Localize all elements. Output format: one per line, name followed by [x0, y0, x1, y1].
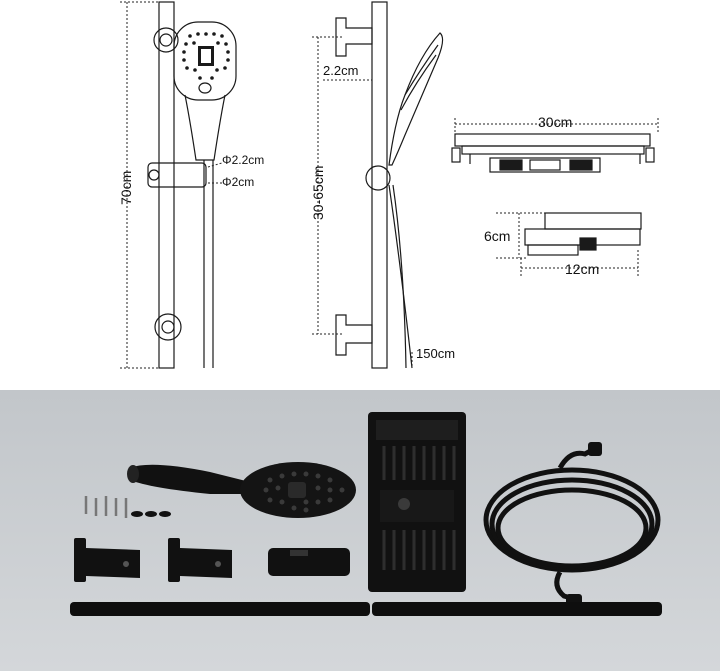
dim-lines-middle	[312, 36, 413, 368]
hand-shower-photo	[127, 462, 356, 518]
rod-diameter-label: Φ2.2cm	[222, 153, 264, 167]
shelf-photo	[368, 412, 466, 592]
dimension-diagram: 70cm 30-65cm 2.2cm 150cm Φ2.2cm Φ2cm 30c…	[118, 1, 659, 369]
total-height-label: 70cm	[118, 171, 134, 205]
wall-bracket-photo-2	[168, 538, 232, 582]
shelf-height-label: 6cm	[484, 228, 510, 244]
adjustable-range-label: 30-65cm	[310, 166, 326, 220]
left-view	[147, 1, 237, 369]
hand-shower-front	[173, 21, 237, 161]
shelf-top-view	[451, 133, 655, 173]
dim-lines-left	[120, 1, 223, 369]
product-photo	[0, 390, 720, 671]
shelf-side-view	[524, 212, 642, 256]
slide-rod-part-1	[70, 602, 370, 616]
slider-photo	[268, 548, 350, 576]
slide-rail-middle	[371, 1, 388, 369]
slider-ball-side	[365, 165, 391, 191]
wall-bracket-photo-1	[74, 538, 140, 582]
nozzles-photo	[263, 471, 345, 513]
bracket-offset-label: 2.2cm	[323, 63, 358, 78]
screws	[84, 496, 128, 518]
hose-side	[388, 184, 413, 369]
slide-rod-part-2	[372, 602, 662, 616]
shelf-depth-label: 12cm	[565, 261, 599, 277]
wall-bracket-bottom-left	[154, 313, 182, 341]
photo-background	[0, 390, 720, 671]
wall-bracket-top-side	[335, 17, 373, 57]
hand-shower-side	[388, 32, 444, 166]
hose-fitting-top	[588, 442, 602, 456]
middle-view	[335, 1, 444, 369]
dim-lines-shelf-side	[496, 212, 639, 276]
hose-length-label: 150cm	[416, 346, 455, 361]
wall-bracket-bottom-side	[335, 314, 373, 356]
dim-lines-shelf-width	[454, 118, 659, 134]
spray-nozzles	[182, 32, 230, 80]
slide-rail-left	[158, 1, 175, 369]
hose-diameter-label: Φ2cm	[222, 175, 254, 189]
shelf-slots	[382, 446, 456, 570]
slider-holder-left	[147, 162, 207, 188]
shelf-width-label: 30cm	[538, 114, 572, 130]
washers	[131, 511, 171, 517]
wall-bracket-top-left	[153, 27, 179, 53]
hose-photo	[483, 445, 661, 603]
